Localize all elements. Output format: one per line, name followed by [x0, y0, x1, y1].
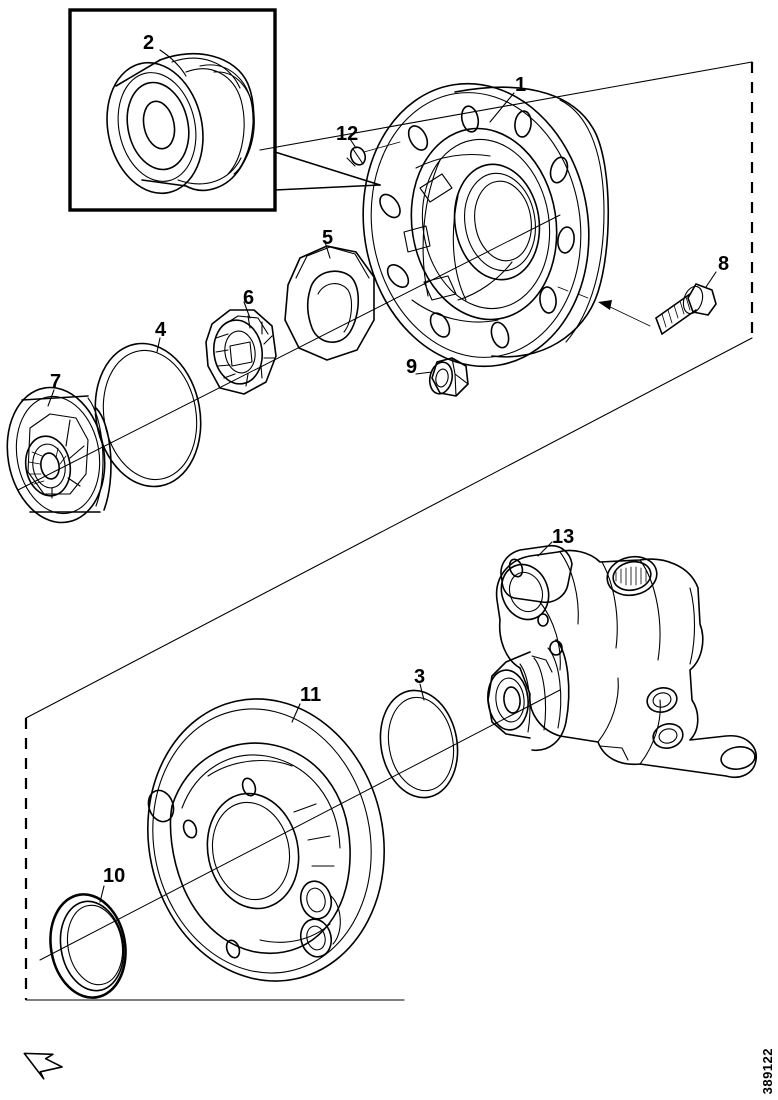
callout-label-6: 6 — [243, 287, 255, 309]
callout-label-2: 2 — [143, 32, 155, 54]
callout-label-1: 1 — [515, 74, 527, 96]
callout-label-13: 13 — [552, 526, 575, 548]
part-8-wheel-stud-bolt — [557, 271, 717, 335]
detail-inset-box — [68, 8, 381, 212]
part-7-hub-cap-cover — [6, 386, 112, 524]
part-3-o-ring-seal-inner — [379, 683, 459, 799]
part-5-lock-washer-plate — [284, 241, 375, 361]
callout-label-10: 10 — [103, 865, 126, 887]
diagram-boundary — [24, 61, 754, 1001]
part-1-wheel-hub — [362, 82, 610, 368]
part-9-hex-nut — [415, 357, 469, 397]
callout-label-8: 8 — [718, 253, 730, 275]
callout-label-9: 9 — [406, 356, 418, 378]
part-11-brake-dust-shield — [147, 698, 385, 982]
callout-label-11: 11 — [300, 684, 322, 706]
part-13-steering-knuckle — [487, 541, 757, 778]
part-2-tapered-roller-bearing — [106, 49, 255, 195]
callout-label-5: 5 — [322, 227, 334, 249]
part-4-o-ring-seal-outer — [94, 337, 202, 488]
part-6-castellated-nut — [205, 301, 277, 395]
figure-id-number: 389122 — [760, 1047, 775, 1094]
callout-label-4: 4 — [155, 319, 167, 341]
callout-label-7: 7 — [50, 371, 62, 393]
callout-label-3: 3 — [414, 666, 426, 688]
forward-direction-arrow — [23, 1052, 63, 1080]
part-10-seal-ring — [49, 885, 127, 999]
part-12-drain-plug-screw — [346, 138, 401, 167]
assembly-axis-lines — [17, 214, 561, 961]
callout-label-12: 12 — [336, 123, 359, 145]
